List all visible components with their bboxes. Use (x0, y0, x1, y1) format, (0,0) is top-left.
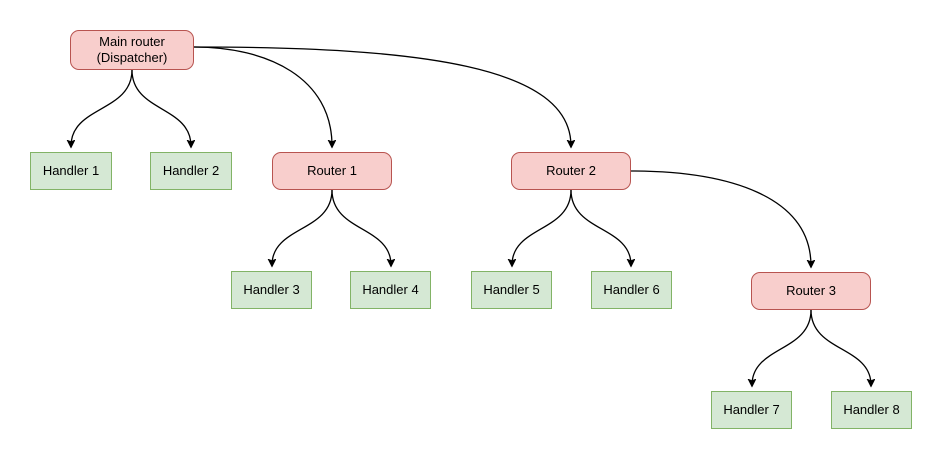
edge-router1-to-handler4 (331, 189, 391, 265)
node-handler1-label: Handler 1 (42, 163, 100, 178)
node-handler6-label: Handler 6 (603, 282, 660, 297)
node-router1[interactable]: Router 1 (272, 152, 392, 190)
edge-main-to-handler1 (71, 69, 133, 146)
node-handler2[interactable]: Handler 2 (150, 152, 232, 190)
node-handler3[interactable]: Handler 3 (231, 271, 312, 309)
node-handler3-label: Handler 3 (243, 282, 300, 297)
edge-main-to-router1 (193, 46, 332, 146)
edge-router2-to-handler5 (512, 189, 572, 265)
node-handler7-label: Handler 7 (723, 402, 780, 417)
edge-router1-to-handler3 (272, 189, 333, 265)
edge-router2-to-handler6 (570, 189, 631, 265)
node-router2-label: Router 2 (546, 163, 596, 178)
edge-router3-to-handler7 (752, 309, 812, 385)
node-handler5[interactable]: Handler 5 (471, 271, 552, 309)
node-handler6[interactable]: Handler 6 (591, 271, 672, 309)
edge-router3-to-handler8 (810, 309, 871, 385)
node-main[interactable]: Main router (Dispatcher) (70, 30, 194, 70)
edge-main-to-handler2 (131, 69, 191, 146)
node-handler4[interactable]: Handler 4 (350, 271, 431, 309)
node-handler8-label: Handler 8 (843, 402, 900, 417)
edge-main-to-router2 (193, 46, 571, 146)
node-router3-label: Router 3 (786, 283, 836, 298)
node-router3[interactable]: Router 3 (751, 272, 871, 310)
node-handler4-label: Handler 4 (362, 282, 419, 297)
edges-group (71, 46, 871, 385)
node-handler1[interactable]: Handler 1 (30, 152, 112, 190)
edge-router2-to-router3 (630, 170, 811, 266)
node-router2[interactable]: Router 2 (511, 152, 631, 190)
node-handler8[interactable]: Handler 8 (831, 391, 912, 429)
node-handler5-label: Handler 5 (483, 282, 540, 297)
node-router1-label: Router 1 (307, 163, 357, 178)
node-handler2-label: Handler 2 (162, 163, 220, 178)
node-handler7[interactable]: Handler 7 (711, 391, 792, 429)
node-main-label: Main router (Dispatcher) (96, 34, 168, 65)
